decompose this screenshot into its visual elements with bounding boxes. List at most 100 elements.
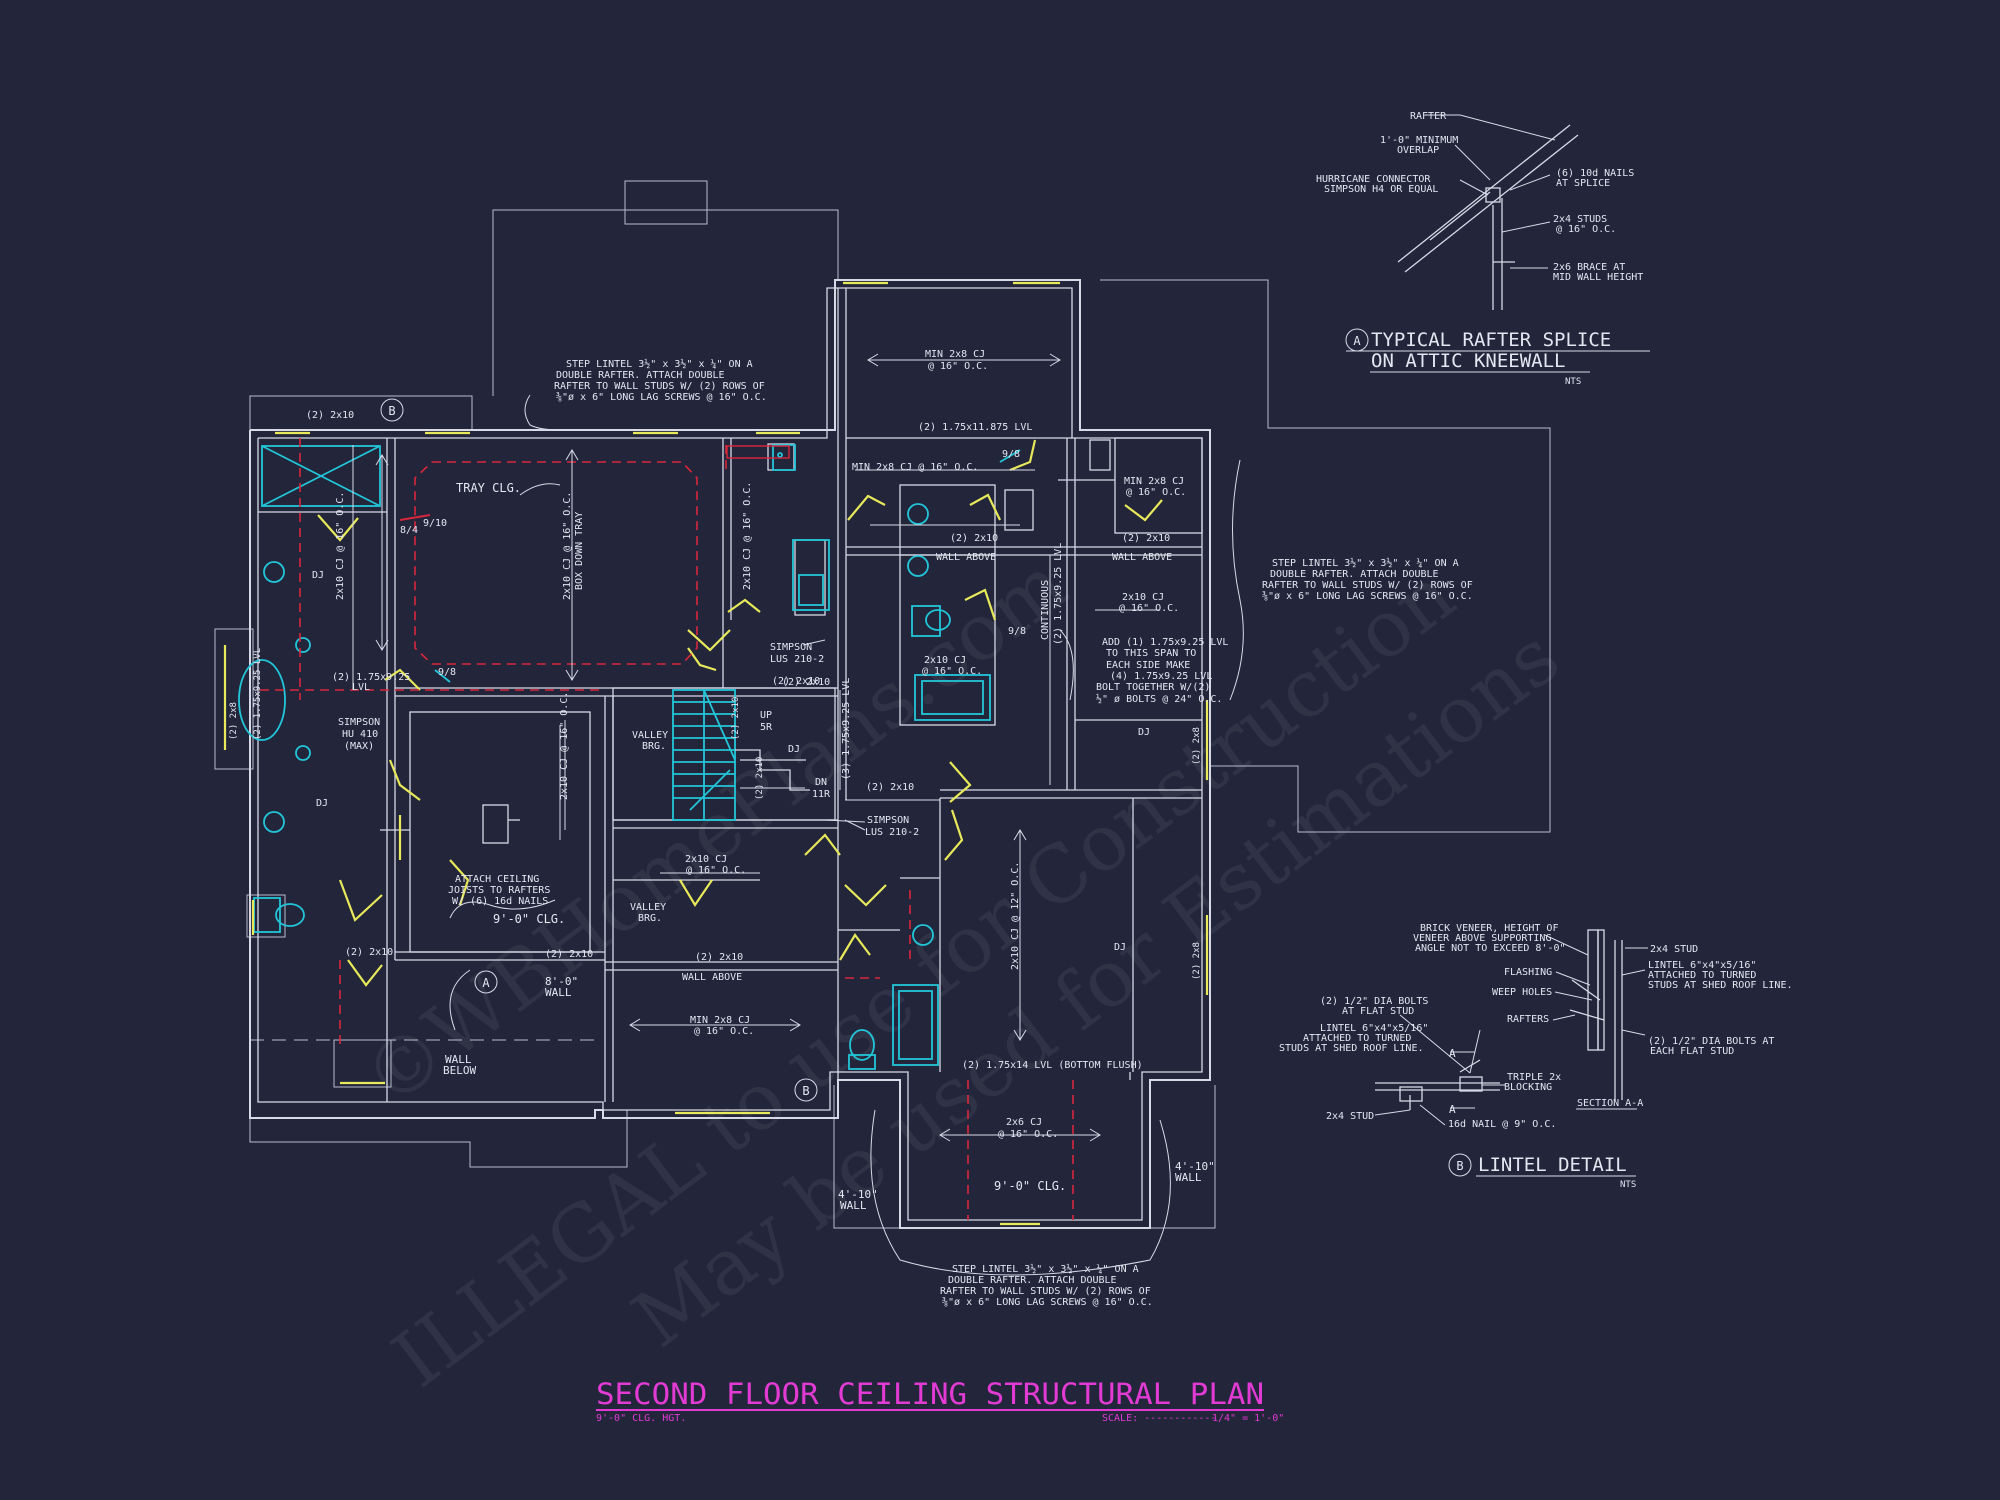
label-attach-2: JOISTS TO RAFTERS: [448, 885, 550, 896]
label-min-cj-row: MIN 2x8 CJ @ 16" O.C.: [852, 462, 978, 473]
detail-b-lintel-r-3: STUDS AT SHED ROOF LINE.: [1648, 980, 1793, 991]
label-two-2x8-a: (2) 2x8: [229, 702, 239, 740]
tray-ceiling: [260, 438, 1074, 1220]
label-nine-clg-a: 9'-0" CLG.: [493, 912, 565, 926]
detail-b-lintel-r-2: ATTACHED TO TURNED: [1648, 970, 1756, 981]
label-wall-above-a: WALL ABOVE: [682, 972, 742, 983]
label-2x10-b: (2) 2x10: [545, 949, 593, 960]
label-valley-b-1: VALLEY: [630, 902, 666, 913]
label-dj-d: DJ: [1138, 727, 1150, 738]
note-top-4: ⅜"ø x 6" LONG LAG SCREWS @ 16" O.C.: [556, 391, 767, 403]
detail-a-hurricane-2: SIMPSON H4 OR EQUAL: [1324, 184, 1438, 195]
label-valley-a-2: BRG.: [642, 741, 666, 752]
plan-scale-label: SCALE: ------------: [1102, 1413, 1216, 1424]
label-box-down-1: 2x10 CJ @ 16" O.C.: [562, 492, 573, 600]
label-nine-clg-b: 9'-0" CLG.: [994, 1179, 1066, 1193]
detail-a-rafter-splice: RAFTER 1'-0" MINIMUM OVERLAP HURRICANE C…: [1316, 111, 1650, 387]
label-add-6: ½" ø BOLTS @ 24" O.C.: [1096, 693, 1222, 705]
label-two-2x8-c: (2) 2x8: [1192, 942, 1202, 980]
detail-a-rafter: RAFTER: [1410, 111, 1447, 122]
label-2x10-stair: (2) 2x10: [731, 697, 741, 740]
label-2x10-f: (2) 2x10: [695, 952, 743, 963]
detail-a-nails-2: AT SPLICE: [1556, 178, 1610, 189]
detail-b-nts: NTS: [1620, 1180, 1636, 1190]
label-wall-4a-2: WALL: [840, 1199, 867, 1212]
tag-a-label: A: [482, 976, 490, 990]
detail-a-brace-2: MID WALL HEIGHT: [1553, 272, 1643, 283]
detail-a-tag: A: [1353, 334, 1361, 348]
label-min-cj-top-2: @ 16" O.C.: [928, 361, 988, 372]
label-add-5: BOLT TOGETHER W/(2): [1096, 682, 1210, 693]
detail-b-section: SECTION A-A: [1577, 1098, 1643, 1109]
detail-a-nts: NTS: [1565, 377, 1581, 387]
label-cj-big-vert: 2x10 CJ @ 12" O.C.: [1010, 862, 1021, 970]
label-valley-b-2: BRG.: [638, 913, 662, 924]
detail-b-lintel-r-1: LINTEL 6"x4"x5/16": [1648, 960, 1756, 971]
label-simpson-hu-1: SIMPSON: [338, 717, 380, 728]
label-cj-mid-1: 2x10 CJ: [924, 655, 966, 666]
label-up-r: 5R: [760, 722, 773, 733]
label-wall-below-1: WALL: [445, 1053, 472, 1066]
label-pitch-b: 9/10: [423, 518, 447, 529]
label-2x10-right: (2) 2x10: [1122, 533, 1170, 544]
detail-b-brick-1: BRICK VENEER, HEIGHT OF: [1420, 923, 1558, 934]
detail-b-title: LINTEL DETAIL: [1478, 1154, 1627, 1176]
detail-b-weep: WEEP HOLES: [1492, 987, 1552, 998]
label-wall-4b-1: 4'-10": [1175, 1160, 1215, 1173]
detail-b-cut-bot: A: [1449, 1103, 1456, 1116]
label-wall-4a-1: 4'-10": [838, 1188, 878, 1201]
label-attach-3: W/ (6) 16d NAILS: [452, 896, 548, 907]
joist-arrows: [352, 353, 1244, 1276]
plan-labels: (2) 2x10 TRAY CLG. 2x10 CJ @ 16" O.C. BO…: [229, 349, 1228, 1212]
note-bottom-1: STEP LINTEL 3½" x 3½" x ¼" ON A: [952, 1263, 1139, 1275]
tag-b-bottom: [794, 1078, 818, 1102]
label-lvl-925-vert: (3) 1.75x9.25 LVL: [841, 678, 852, 780]
label-wall-8-2: WALL: [545, 986, 572, 999]
detail-b-triple-2: BLOCKING: [1504, 1082, 1552, 1093]
label-cj-bed2-vert: 2x10 CJ @ 16" O.C.: [742, 482, 753, 590]
label-min-cj-right-1: MIN 2x8 CJ: [1124, 476, 1184, 487]
label-dj-e: DJ: [1114, 942, 1126, 953]
label-lvl-925-a2: LVL: [352, 682, 370, 693]
note-top-2: DOUBLE RAFTER. ATTACH DOUBLE: [556, 370, 725, 381]
detail-b-stud2: 2x4 STUD: [1326, 1111, 1374, 1122]
label-add-4: (4) 1.75x9.25 LVL: [1110, 671, 1212, 682]
tag-a: [474, 970, 498, 994]
label-simpson-a-1: SIMPSON: [770, 642, 812, 653]
label-add-1: ADD (1) 1.75x9.25 LVL: [1102, 637, 1228, 648]
label-attach-1: ATTACH CEILING: [455, 874, 539, 885]
label-dn: DN: [815, 777, 827, 788]
note-bottom-2: DOUBLE RAFTER. ATTACH DOUBLE: [948, 1275, 1117, 1286]
detail-b-lintel: A A BRICK VENEER, HEIGHT OF VENEER ABOVE…: [1279, 923, 1793, 1190]
label-dj-a: DJ: [312, 570, 324, 581]
section-tags: B A B: [380, 398, 818, 1102]
tag-b-bottom-label: B: [802, 1084, 809, 1098]
label-simpson-b-2: LUS 210-2: [865, 827, 919, 838]
label-pitch-e: 9/8: [1008, 626, 1026, 637]
label-cj-closet-vert: 2x10 CJ @ 16" O.C.: [559, 692, 570, 800]
detail-a-hurricane-1: HURRICANE CONNECTOR: [1316, 174, 1431, 185]
title-block: SECOND FLOOR CEILING STRUCTURAL PLAN 9'-…: [596, 1377, 1284, 1424]
detail-b-brick-3: ANGLE NOT TO EXCEED 8'-0": [1415, 943, 1566, 954]
plumbing-fixtures: [238, 444, 1021, 1070]
detail-a-nails-1: (6) 10d NAILS: [1556, 168, 1634, 179]
label-wall-below-2: BELOW: [443, 1064, 476, 1077]
label-simpson-hu-2: HU 410: [342, 729, 378, 740]
detail-b-brick-2: VENEER ABOVE SUPPORTING: [1413, 933, 1551, 944]
stair-run: [672, 689, 810, 821]
note-right-2: DOUBLE RAFTER. ATTACH DOUBLE: [1270, 569, 1439, 580]
label-add-2: TO THIS SPAN TO: [1106, 648, 1196, 659]
label-cj-2x6-2: @ 16" O.C.: [998, 1129, 1058, 1140]
label-2x10-a: (2) 2x10: [345, 947, 393, 958]
detail-b-bolts-1: (2) 1/2" DIA BOLTS: [1320, 996, 1428, 1007]
label-min-cj-bot-2: @ 16" O.C.: [694, 1026, 754, 1037]
detail-a-overlap-1: 1'-0" MINIMUM: [1380, 135, 1458, 146]
label-lvl-925-a: (2) 1.75x9.25: [332, 672, 410, 683]
label-cj-2x6-1: 2x6 CJ: [1006, 1117, 1042, 1128]
detail-b-bolts-r-1: (2) 1/2" DIA BOLTS AT: [1648, 1036, 1774, 1047]
door-swings: [223, 281, 1209, 1226]
plan-scale-value: 1/4" = 1'-0": [1212, 1413, 1284, 1424]
note-bottom-4: ⅜"ø x 6" LONG LAG SCREWS @ 16" O.C.: [942, 1296, 1153, 1308]
label-valley-a-1: VALLEY: [632, 730, 668, 741]
label-wall-4b-2: WALL: [1175, 1171, 1202, 1184]
